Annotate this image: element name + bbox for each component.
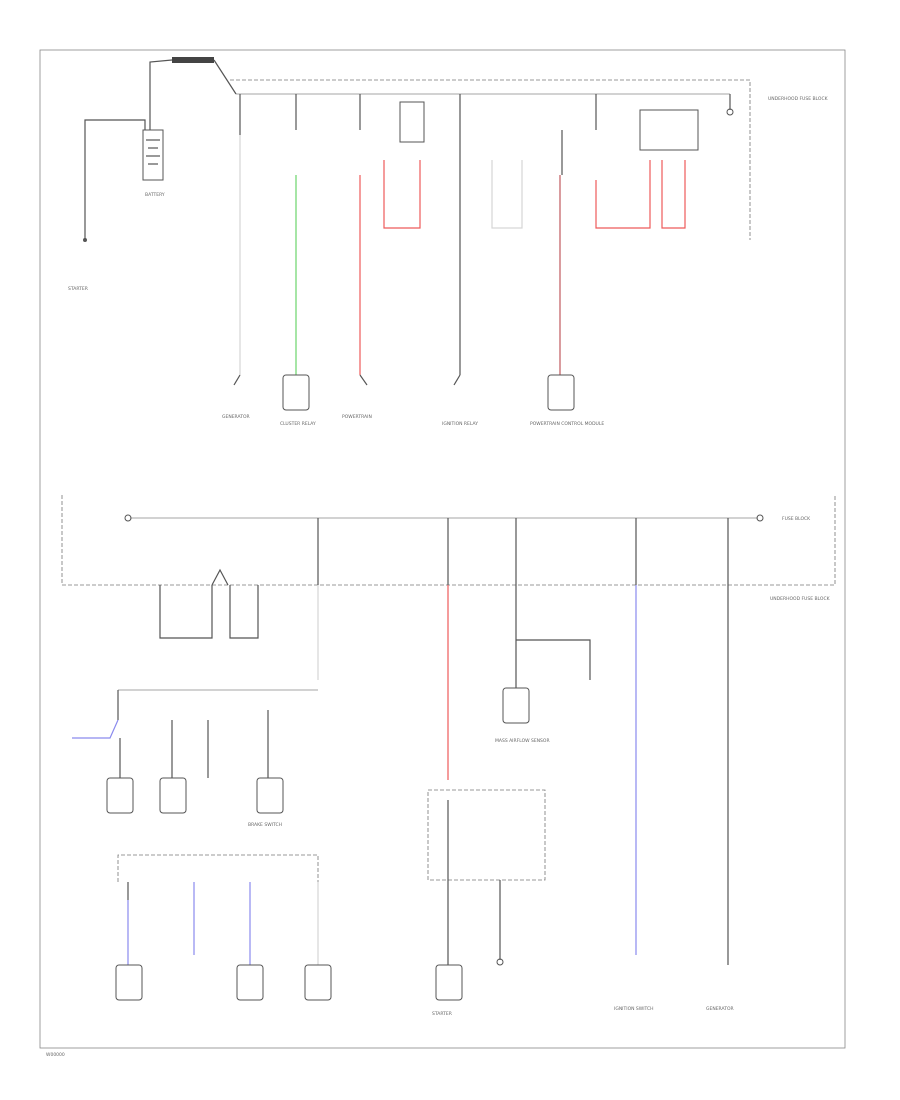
starter-connector <box>435 964 463 1001</box>
lower-splice-outline <box>117 854 319 882</box>
mass-airflow-label: MASS AIRFLOW SENSOR <box>495 738 550 744</box>
conn-2 <box>159 777 187 814</box>
wire-red-loop <box>383 160 421 229</box>
conn-b1 <box>115 964 143 1001</box>
underhood-fuse-block-label: UNDERHOOD FUSE BLOCK <box>768 96 829 102</box>
generator-top-label: GENERATOR <box>222 414 250 420</box>
underhood-fuse-block-outline <box>230 79 751 240</box>
cluster-relay-label: CLUSTER RELAY <box>280 421 316 427</box>
pcm-connector <box>547 374 575 411</box>
battery-cable <box>149 59 173 130</box>
starter-cable <box>84 119 146 240</box>
cluster-relay <box>282 374 310 411</box>
brake-switch-label: BRAKE SWITCH <box>248 822 282 828</box>
powertrain-module-top-label: POWERTRAIN <box>342 414 372 420</box>
conn-1 <box>106 777 134 814</box>
battery-label: BATTERY <box>145 192 165 198</box>
diagram-border <box>39 49 846 1049</box>
mid-fuse-label: FUSE BLOCK <box>782 516 811 522</box>
wire-red-right-loop2 <box>661 160 686 229</box>
starter-bottom-label: STARTER <box>432 1011 452 1017</box>
relay-box-1 <box>399 101 425 143</box>
conn-b3 <box>236 964 264 1001</box>
wire-blue-l1 <box>72 719 119 739</box>
battery-symbol <box>142 129 164 181</box>
conn-b4 <box>304 964 332 1001</box>
starter-label: STARTER <box>68 286 88 292</box>
ignition-relay-label: IGNITION RELAY <box>442 421 478 427</box>
maf-connector <box>502 687 530 724</box>
fusible-link <box>172 57 214 63</box>
mid-underhood-label: UNDERHOOD FUSE BLOCK <box>770 596 831 602</box>
page-code: W00000 <box>46 1052 65 1058</box>
wire-red-right-loop <box>595 160 651 229</box>
generator-bottom-label: GENERATOR <box>706 1006 734 1012</box>
powertrain-control-module-label: POWERTRAIN CONTROL MODULE <box>530 421 604 427</box>
wire-white-loop <box>491 160 523 229</box>
conn-3 <box>256 777 284 814</box>
relay-box-2 <box>639 109 699 151</box>
lower-center-outline <box>427 789 546 881</box>
ignition-switch-label: IGNITION SWITCH <box>614 1006 654 1012</box>
